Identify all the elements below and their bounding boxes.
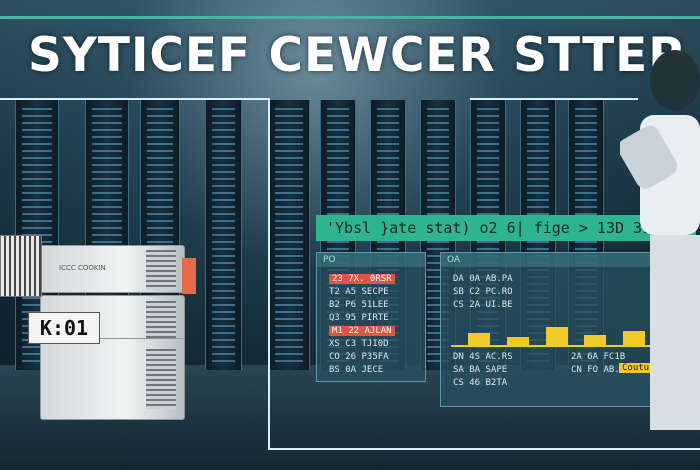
panel-row: CN FO AB.T	[571, 365, 626, 375]
panel-row: CS 46 B2TA	[453, 378, 508, 388]
level-bar	[623, 331, 645, 345]
frame-line	[268, 448, 700, 450]
status-indicator	[182, 258, 196, 294]
panel-row: BS 0A JECE	[329, 365, 384, 375]
server-unit	[40, 338, 185, 420]
panel-row: Q3 95 PIRTE	[329, 313, 389, 323]
ticker-bar: 'Ybsl }ate stat) o2 6| fige > 13D 31 }ue	[316, 215, 696, 241]
server-small-label: ICCC COOKIN	[59, 264, 106, 272]
server-unit: ICCC COOKIN	[40, 245, 185, 293]
panel-row: XS C3 TJI0D	[329, 339, 389, 349]
panel-row: CO 26 P35FA	[329, 352, 389, 362]
level-bar	[468, 333, 490, 345]
headline: SYTICEF CEWCER STTEP	[28, 28, 684, 83]
server-rack	[205, 100, 242, 370]
panel-header: PO	[317, 253, 425, 267]
panel-row: DA 0A AB.PA	[453, 274, 513, 284]
level-bar	[546, 327, 568, 345]
robot-figure	[620, 50, 700, 430]
panel-row: 23 7X. 0RSR	[329, 273, 425, 286]
panel-row: T2 A5 SECPE	[329, 287, 389, 297]
dashboard-panel-left: PO 23 7X. 0RSR T2 A5 SECPE B2 P6 51LEE Q…	[316, 252, 426, 382]
frame-line	[268, 98, 270, 450]
side-device	[0, 235, 42, 297]
panel-row: M1 22 AJLAN	[329, 325, 425, 338]
panel-row: B2 P6 51LEE	[329, 300, 389, 310]
server-rack	[268, 100, 310, 370]
panel-row: CS 2A UI.BE	[453, 300, 513, 310]
frame-line	[0, 98, 270, 100]
panel-row: DN 4S AC.RS	[453, 352, 513, 362]
panel-row: SA BA SAPE	[453, 365, 508, 375]
panel-header: OA	[441, 253, 699, 267]
panel-row: SB C2 PC.RO	[453, 287, 513, 297]
level-bar	[584, 335, 606, 345]
frame-line	[470, 98, 638, 100]
panel-row: 2A 6A FC1B	[571, 352, 626, 362]
top-accent-line	[0, 16, 700, 19]
server-label: K:01	[28, 312, 100, 344]
level-bar	[507, 337, 529, 345]
